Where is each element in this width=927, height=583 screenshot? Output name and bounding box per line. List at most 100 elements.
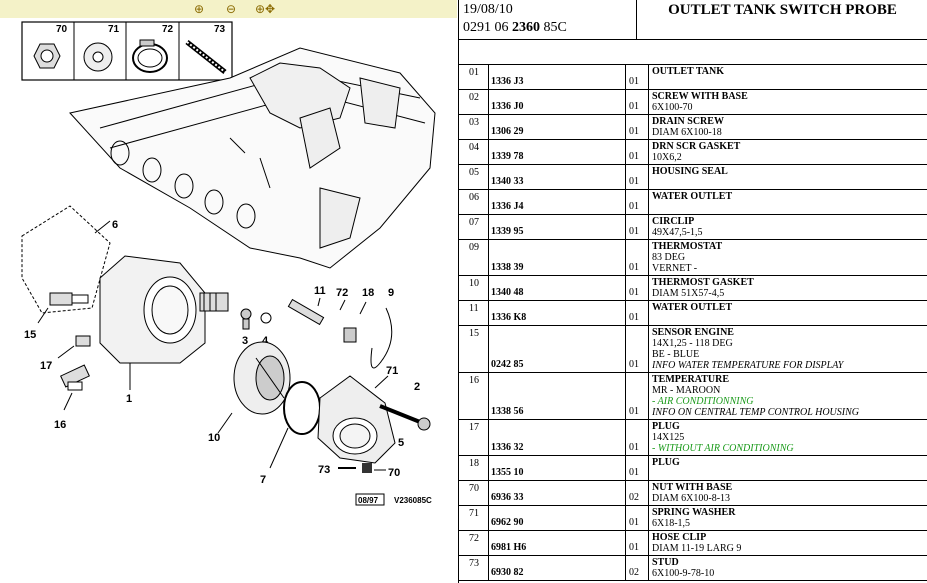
row-reference: 1336 32 — [489, 420, 626, 455]
row-quantity: 01 — [626, 456, 649, 480]
thermostat — [233, 341, 291, 415]
row-index: 01 — [459, 65, 489, 89]
part-spec: DIAM 6X100-8-13 — [652, 493, 731, 504]
callout-7: 9 — [388, 287, 394, 299]
parts-panel: 19/08/10 0291 06 2360 85C OUTLET TANK SW… — [458, 0, 927, 583]
row-description: WATER OUTLET — [650, 301, 927, 325]
row-reference: 1339 95 — [489, 215, 626, 239]
part-spec: 10X6,2 — [652, 152, 682, 163]
row-index: 02 — [459, 90, 489, 114]
part-spec: VERNET - — [652, 263, 698, 274]
part-condition: - AIR CONDITIONNING — [652, 396, 754, 407]
part-spec: DIAM 11-19 LARG 9 — [652, 543, 742, 554]
part-name: SPRING WASHER — [652, 507, 736, 518]
callout-1: 1 — [126, 393, 132, 405]
callout-5: 6 — [112, 219, 118, 231]
zoom-out-icon[interactable]: ⊖ — [225, 2, 237, 16]
row-reference: 1336 K8 — [489, 301, 626, 325]
callout-72: 72 — [336, 287, 348, 299]
part-spec: 14X1,25 - 118 DEG — [652, 338, 733, 349]
callout-16: 16 — [54, 419, 66, 431]
row-index: 15 — [459, 326, 489, 372]
date-code-box — [355, 493, 385, 506]
callout-6: 5 — [398, 437, 404, 449]
row-index: 04 — [459, 140, 489, 164]
part-spec: DIAM 51X57-4,5 — [652, 288, 725, 299]
row-reference: 1338 39 — [489, 240, 626, 275]
row-quantity: 01 — [626, 506, 649, 530]
nut-with-base-icon — [33, 43, 61, 69]
callout-71: 71 — [386, 365, 398, 377]
row-quantity: 02 — [626, 481, 649, 505]
row-index: 70 — [459, 481, 489, 505]
thermostat-gasket — [283, 381, 321, 435]
part-name: WATER OUTLET — [652, 191, 733, 202]
row-quantity: 01 — [626, 165, 649, 189]
row-index: 71 — [459, 506, 489, 530]
callout-10: 7 — [260, 474, 266, 486]
row-description: OUTLET TANK — [650, 65, 927, 89]
inset-label-72: 72 — [162, 24, 174, 35]
part-name: DRN SCR GASKET — [652, 141, 741, 152]
row-quantity: 01 — [626, 531, 649, 555]
row-index: 17 — [459, 420, 489, 455]
row-reference: 1339 78 — [489, 140, 626, 164]
plug-18 — [343, 327, 357, 343]
row-quantity: 01 — [626, 373, 649, 419]
row-quantity: 01 — [626, 90, 649, 114]
exploded-diagram: ⊕ ⊖ ⊕✥ 70 71 72 73 — [0, 0, 457, 583]
part-name: THERMOST GASKET — [652, 277, 754, 288]
drain-screw — [240, 308, 252, 330]
row-description: WATER OUTLET — [650, 190, 927, 214]
row-index: 73 — [459, 556, 489, 580]
part-spec: 6X100-70 — [652, 102, 693, 113]
part-name: SENSOR ENGINE — [652, 327, 734, 338]
callout-17: 17 — [40, 360, 52, 372]
row-quantity: 01 — [626, 115, 649, 139]
part-name: STUD — [652, 557, 679, 568]
row-index: 16 — [459, 373, 489, 419]
row-quantity: 01 — [626, 215, 649, 239]
temperature-sensor — [60, 364, 90, 391]
callout-4: 4 — [262, 335, 269, 347]
sensor-engine — [49, 292, 89, 306]
spring-washer-icon — [83, 42, 113, 72]
part-spec: 83 DEG — [652, 252, 686, 263]
callout-73: 73 — [318, 464, 330, 476]
part-condition: - WITHOUT AIR CONDITIONING — [652, 443, 794, 454]
zoom-pan-icon[interactable]: ⊕✥ — [254, 2, 276, 16]
part-name: PLUG — [652, 421, 680, 432]
housing-seal — [21, 205, 111, 314]
row-quantity: 01 — [626, 190, 649, 214]
part-name: DRAIN SCREW — [652, 116, 724, 127]
inset-label-73: 73 — [214, 24, 226, 35]
nut-70 — [362, 463, 372, 473]
part-name: THERMOSTAT — [652, 241, 723, 252]
row-reference: 1336 J4 — [489, 190, 626, 214]
zoom-in-icon[interactable]: ⊕ — [193, 2, 205, 16]
